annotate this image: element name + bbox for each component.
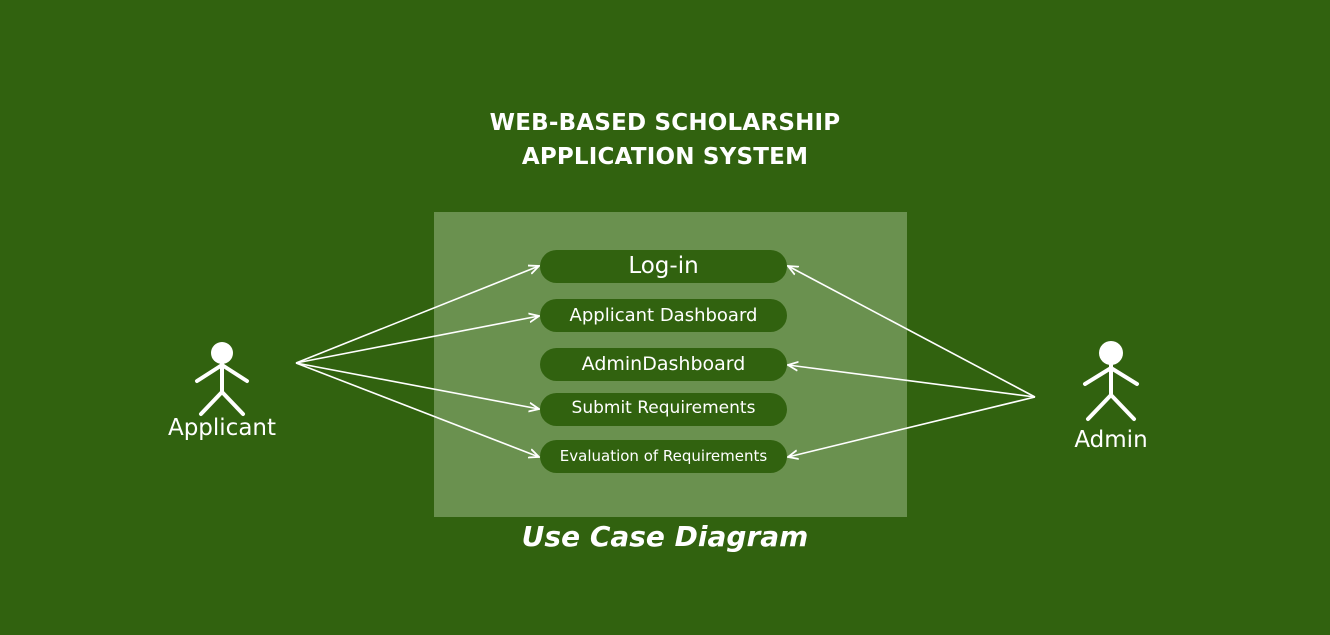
admin-to-evaluation-arrow [788, 396, 1036, 457]
usecase-admin-dashboard: AdminDashboard [540, 348, 787, 381]
diagram-caption: Use Case Diagram [521, 520, 809, 553]
usecase-login: Log-in [540, 250, 787, 283]
applicant-to-applicant-dashboard-arrow [295, 316, 539, 364]
diagram-title: WEB-BASED SCHOLARSHIP APPLICATION SYSTEM [0, 106, 1330, 174]
applicant-label: Applicant [167, 415, 277, 441]
admin-to-login-arrow [788, 266, 1036, 398]
usecase-evaluation-of-requirements: Evaluation of Requirements [540, 440, 787, 473]
applicant-to-evaluation-arrow [295, 362, 539, 457]
applicant-to-submit-requirements-arrow [295, 362, 539, 409]
admin-actor-icon [1083, 341, 1139, 421]
title-line-1: WEB-BASED SCHOLARSHIP [489, 110, 841, 136]
usecase-submit-requirements: Submit Requirements [540, 393, 787, 426]
admin-label: Admin [1074, 427, 1148, 453]
applicant-to-login-arrow [295, 266, 539, 364]
usecase-applicant-dashboard: Applicant Dashboard [540, 299, 787, 332]
applicant-actor-icon [195, 342, 249, 416]
title-line-2: APPLICATION SYSTEM [521, 144, 809, 170]
admin-to-admin-dashboard-arrow [788, 365, 1036, 398]
